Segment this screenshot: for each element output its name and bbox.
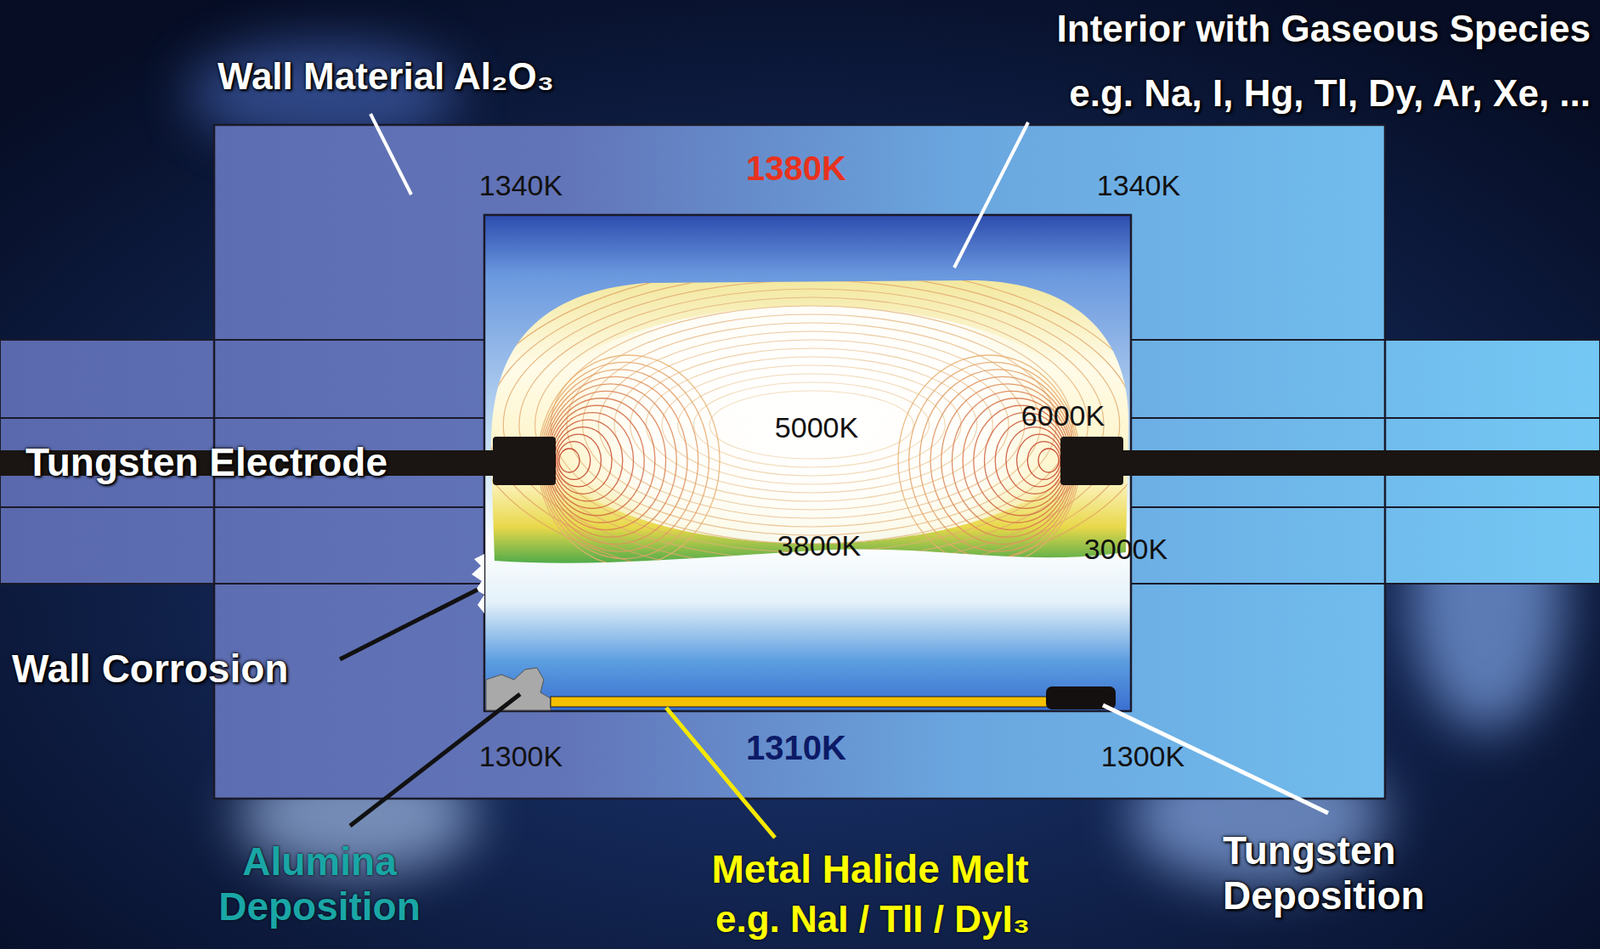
temperature-value: 1340K [1096, 169, 1181, 203]
temperature-value: 1300K [479, 740, 563, 774]
callout-label: e.g. NaI / TlI / DyI₃ [715, 898, 1030, 942]
callout-label: Tungsten Deposition [1222, 828, 1504, 919]
drawing-part [661, 365, 962, 485]
drawing-part [552, 419, 622, 502]
drawing-part [909, 361, 1079, 559]
drawing-part [550, 412, 634, 509]
drawing-part [693, 382, 929, 468]
drawing-part [898, 355, 1080, 566]
drawing-part [544, 384, 678, 538]
discharge-interior [484, 214, 1131, 712]
leader-line [370, 113, 412, 195]
drawing-part [548, 398, 656, 523]
drawing-part [1017, 434, 1063, 487]
callout-label: e.g. Na, I, Hg, Tl, Dy, Ar, Xe, ... [1068, 72, 1591, 116]
drawing-part [542, 376, 688, 544]
drawing-part [548, 405, 645, 516]
temperature-value: 3800K [777, 529, 861, 563]
drawing-part [559, 448, 580, 473]
drawing-part [546, 390, 667, 530]
drawing-part [1038, 448, 1059, 473]
drawing-part [1104, 450, 1600, 476]
drawing-part [1027, 441, 1061, 481]
alumina-deposit [486, 667, 551, 711]
drawing-part [554, 427, 612, 495]
drawing-part [519, 288, 1104, 561]
drawing-part [678, 373, 946, 476]
temperature-value: 5000K [774, 411, 859, 445]
arc-plasma [491, 280, 1129, 564]
drawing-part [541, 369, 699, 552]
drawing-part [539, 361, 709, 559]
callout-label: Metal Halide Melt [711, 847, 1029, 893]
temperature-value: 1340K [479, 169, 563, 203]
drawing-part [537, 355, 720, 566]
halide-melt [550, 696, 1052, 707]
temperature-value: 1310K [746, 728, 847, 768]
drawing-part [709, 390, 914, 459]
drawing-part [487, 271, 1137, 578]
callout-label: Tungsten Electrode [25, 440, 388, 486]
drawing-part [535, 297, 1089, 553]
drawing-part [582, 322, 1041, 527]
leader-line [666, 707, 775, 838]
callout-label: Alumina Deposition [183, 839, 456, 930]
drawing-part [550, 305, 1072, 544]
drawing-part [566, 314, 1057, 536]
wall-corrosion [471, 554, 485, 625]
leader-line [954, 122, 1029, 268]
callout-label: Interior with Gaseous Species [1057, 7, 1591, 51]
drawing-part [645, 356, 977, 493]
temperature-value: 1300K [1101, 740, 1185, 774]
drawing-part [557, 441, 591, 481]
drawing-part [1006, 427, 1064, 495]
temperature-value: 6000K [1021, 399, 1105, 433]
temperature-value: 3000K [1084, 532, 1168, 566]
drawing-part [503, 280, 1120, 570]
drawing-part [531, 305, 1092, 544]
temperature-value: 1380K [746, 148, 847, 188]
drawing-part [471, 263, 1152, 587]
tungsten-electrode [0, 436, 1600, 486]
drawing-part [1060, 436, 1124, 486]
drawing-part [995, 419, 1065, 502]
leader-line [339, 589, 478, 660]
drawing-part [630, 348, 994, 502]
plasma-core [471, 263, 1152, 587]
drawing-part [555, 434, 601, 487]
drawing-part [919, 369, 1077, 552]
isotherm-lines [471, 263, 1152, 587]
callout-label: Wall Corrosion [11, 646, 289, 692]
callout-label: Wall Material Al₂O₃ [217, 55, 555, 99]
drawing-part [492, 436, 556, 486]
